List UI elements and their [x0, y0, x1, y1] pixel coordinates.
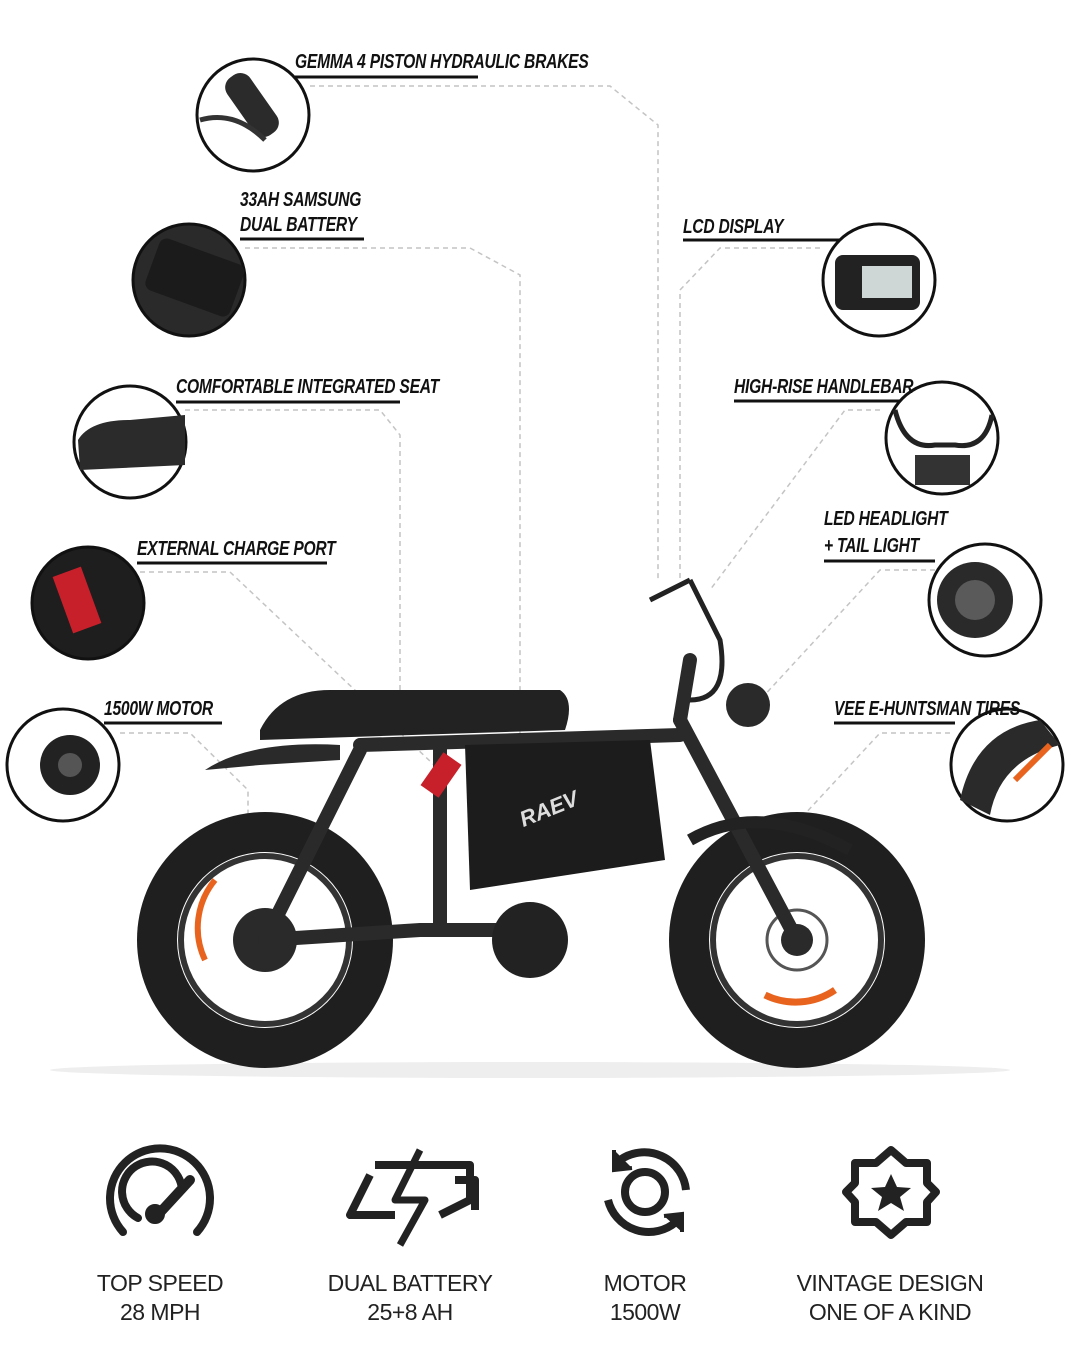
- detail-battery: [131, 222, 247, 338]
- callout-battery-line1: 33AH SAMSUNG: [240, 189, 362, 211]
- stat-label: DUAL BATTERY: [327, 1270, 493, 1296]
- detail-tire: [949, 707, 1065, 823]
- leader-lines: [120, 85, 950, 900]
- stat-motor: MOTOR 1500W: [515, 1269, 775, 1327]
- speedometer-icon: [106, 1144, 214, 1236]
- label-underlines: [104, 75, 955, 725]
- callout-charge-port: EXTERNAL CHARGE PORT: [137, 538, 336, 560]
- stat-label: TOP SPEED: [96, 1270, 224, 1296]
- stat-vintage-design: VINTAGE DESIGN ONE OF A KIND: [760, 1269, 1020, 1327]
- stat-dual-battery: DUAL BATTERY 25+8 AH: [280, 1269, 540, 1327]
- stat-label: MOTOR: [603, 1270, 687, 1296]
- detail-charge-port: [30, 545, 146, 661]
- detail-headlight: [927, 542, 1043, 658]
- detail-lcd: [821, 222, 937, 338]
- stat-value: 1500W: [609, 1299, 681, 1325]
- callout-seat: COMFORTABLE INTEGRATED SEAT: [176, 376, 439, 398]
- stat-value: ONE OF A KIND: [808, 1299, 972, 1325]
- callout-headlight-line1: LED HEADLIGHT: [824, 508, 948, 530]
- stat-label: VINTAGE DESIGN: [796, 1270, 984, 1296]
- callout-battery-line2: DUAL BATTERY: [240, 214, 357, 236]
- detail-seat: [72, 384, 188, 500]
- stat-value: 25+8 AH: [367, 1299, 453, 1325]
- callout-brakes: GEMMA 4 PISTON HYDRAULIC BRAKES: [295, 51, 589, 73]
- callout-motor: 1500W MOTOR: [104, 698, 213, 720]
- star-badge-icon: [842, 1146, 940, 1239]
- callout-handlebar: HIGH-RISE HANDLEBAR: [734, 376, 914, 398]
- detail-handlebar: [884, 380, 1000, 496]
- stat-value: 28 MPH: [119, 1299, 201, 1325]
- callout-tires: VEE E-HUNTSMAN TIRES: [834, 698, 1021, 720]
- stat-top-speed: TOP SPEED 28 MPH: [30, 1269, 290, 1327]
- detail-motor: [5, 707, 121, 823]
- detail-brake-lever: [195, 57, 311, 173]
- e-bike-illustration: RAEV: [50, 577, 1010, 1078]
- callout-lcd: LCD DISPLAY: [683, 216, 784, 238]
- callout-headlight-line2: + TAIL LIGHT: [824, 535, 919, 557]
- battery-bolt-icon: [346, 1148, 479, 1247]
- motor-rotate-icon: [604, 1148, 690, 1236]
